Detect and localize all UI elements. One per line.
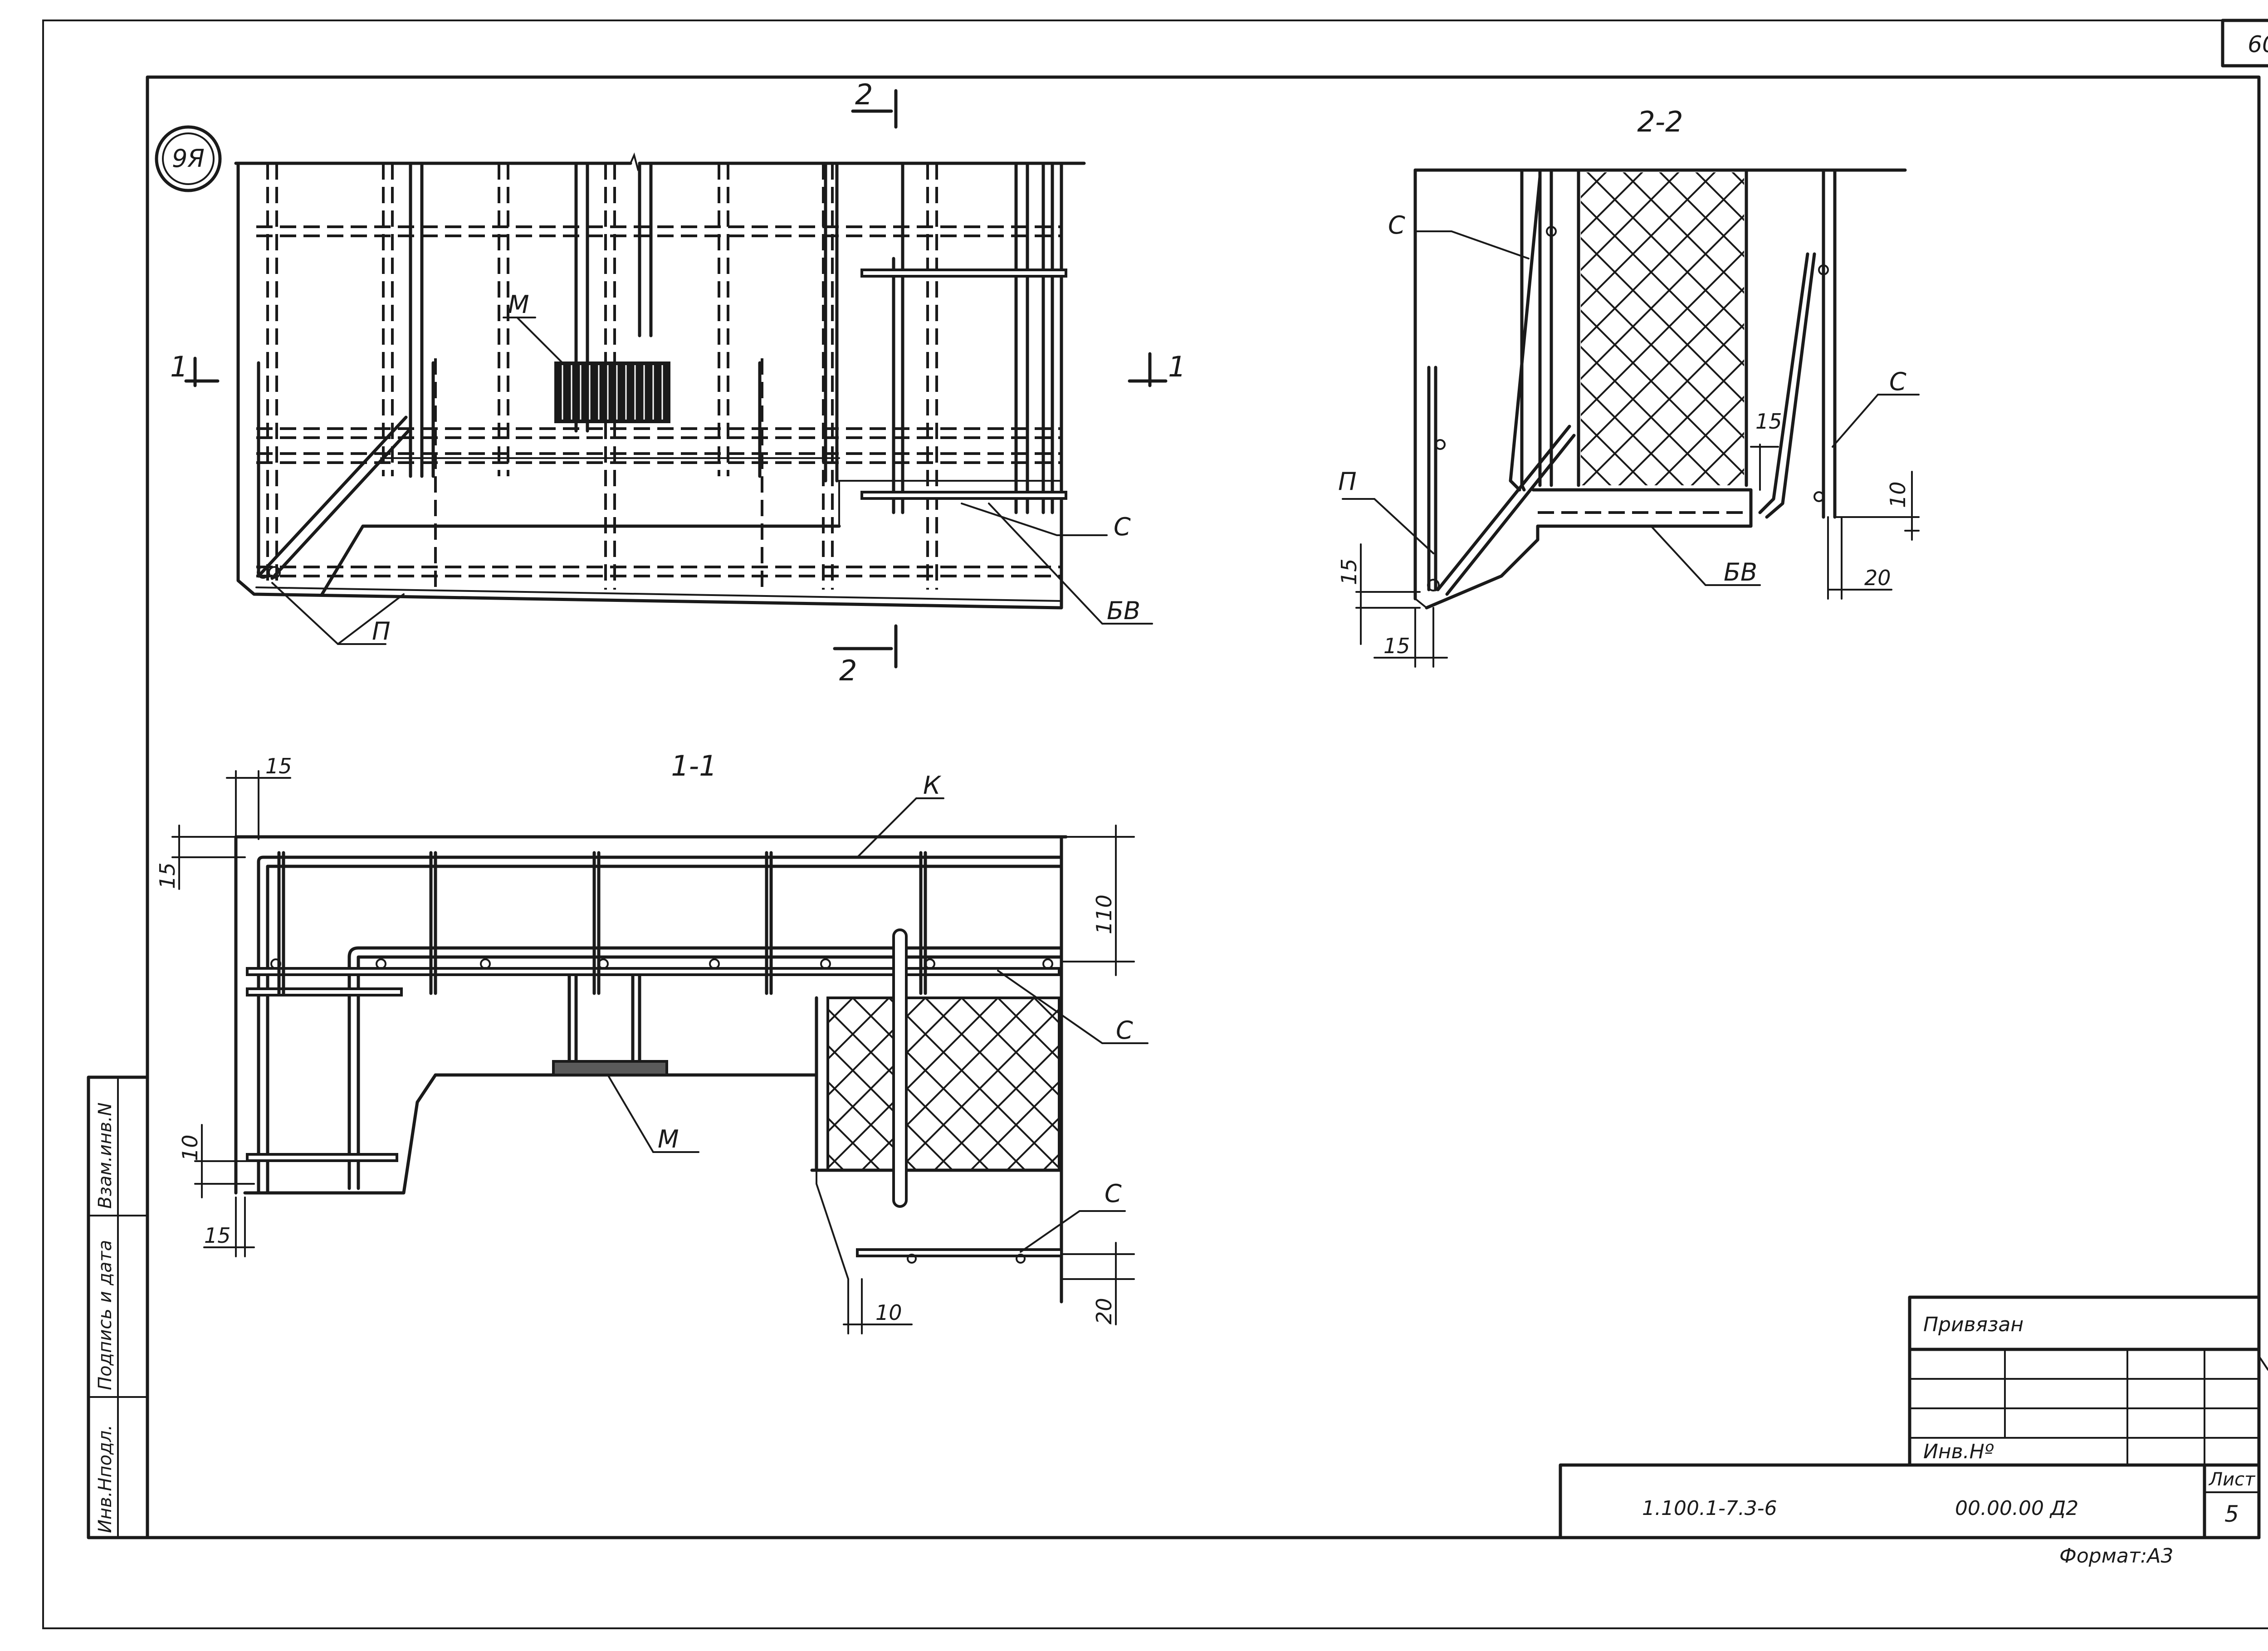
sheet-number: 60 — [2248, 31, 2268, 58]
s11-dim-15-left: 15 — [155, 862, 180, 889]
marker-label: 9Я — [172, 144, 205, 173]
mesh-m-section — [552, 1060, 668, 1076]
outer-border — [42, 20, 2268, 1629]
s11-dim-110: 110 — [1092, 894, 1116, 934]
s11-label-k: К — [923, 771, 942, 800]
s11-dim-10-left: 10 — [178, 1134, 202, 1161]
tb-inv-no: Инв.Нº — [1923, 1440, 1994, 1463]
s22-label-bv: БВ — [1724, 558, 1757, 586]
section-22-title: 2-2 — [1637, 105, 1683, 138]
section-11-title: 1-1 — [671, 749, 717, 782]
s11-dim-15-bottom: 15 — [204, 1223, 231, 1248]
tb-privyazan: Привязан — [1923, 1313, 2024, 1336]
cut-mark-left: 1 — [170, 350, 188, 383]
s11-dim-15-top: 15 — [265, 754, 292, 778]
s22-label-p: П — [1338, 467, 1357, 496]
tb-doc-num: 00.00.00 Д2 — [1955, 1497, 2078, 1520]
plan-label-bv: БВ — [1107, 596, 1140, 625]
s22-dim-10: 10 — [1886, 481, 1910, 508]
s11-dim-10-bottom: 10 — [875, 1300, 902, 1325]
s22-dim-20: 20 — [1864, 566, 1891, 590]
marker-circle — [155, 125, 222, 192]
insulation-hatch-22 — [1581, 172, 1744, 485]
tb-format: Формат:А3 — [2059, 1544, 2173, 1568]
tb-list-label: Лист — [2208, 1469, 2256, 1490]
cut-mark-right: 1 — [1168, 350, 1186, 383]
stamp-inv-podl: Инв.Нподл. — [95, 1425, 116, 1533]
plan-label-c: С — [1114, 513, 1131, 541]
tb-list-value: 5 — [2224, 1501, 2239, 1527]
s22-dim-15-top: 15 — [1755, 409, 1782, 434]
tb-doc-code: 1.100.1-7.3-6 — [1642, 1497, 1777, 1520]
side-stamp: Взам.инв.N Подпись и дата Инв.Нподл. — [87, 1075, 149, 1539]
plan-label-m: М — [508, 290, 529, 319]
sheet-number-box: 60 — [2221, 19, 2268, 68]
insulation-hatch-11 — [826, 996, 1061, 1172]
s22-dim-15-v: 15 — [1337, 558, 1361, 585]
s11-dim-20: 20 — [1092, 1298, 1116, 1324]
plan-view: 9Я — [155, 78, 1186, 687]
inner-frame — [146, 75, 2261, 1539]
cut-mark-bottom: 2 — [839, 654, 857, 687]
s22-dim-15-h: 15 — [1383, 634, 1410, 658]
stamp-vzam: Взам.инв.N — [95, 1103, 116, 1209]
title-block: Привязан Инв.Нº 1.100.1-7.3-6 00.00.00 Д… — [1559, 1295, 2268, 1568]
stamp-podpis: Подпись и дата — [95, 1240, 116, 1390]
mesh-m — [554, 361, 670, 423]
section-2-2: 2-2 — [1337, 105, 1920, 668]
s11-label-c: С — [1116, 1016, 1133, 1045]
plan-label-p: П — [372, 617, 391, 645]
s22-label-c-right: С — [1889, 367, 1906, 396]
cut-mark-top: 2 — [855, 78, 873, 111]
section-1-1: 1-1 — [155, 749, 1149, 1334]
s22-label-c-left: С — [1388, 211, 1405, 239]
s11-label-c-bottom: С — [1105, 1179, 1122, 1208]
s11-label-m: М — [658, 1125, 679, 1153]
